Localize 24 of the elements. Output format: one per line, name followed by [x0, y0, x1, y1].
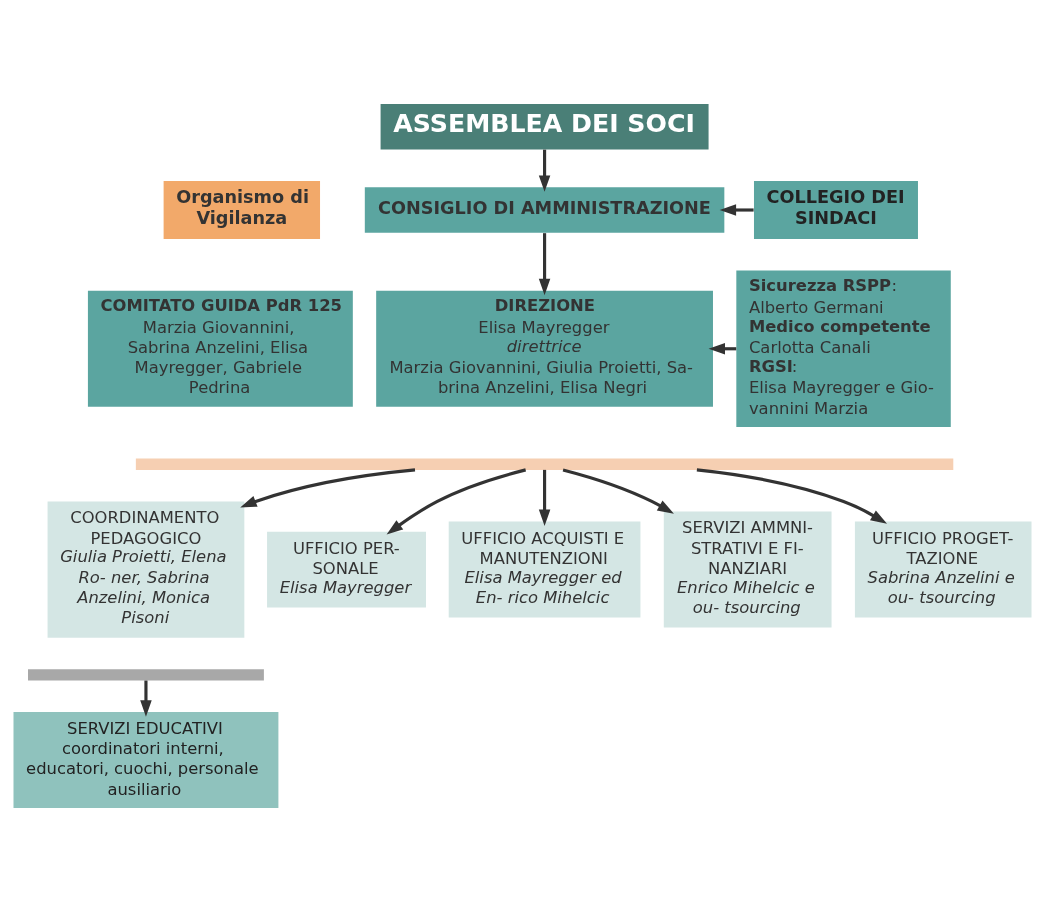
- node-box: UFFICIO PROGET- TAZIONE Sabrina Anzelini e ou- tsourcing: [854, 521, 1032, 617]
- node-box: Sicurezza RSPP: Alberto Germani Medico competente Carlotta Canali RGSI: Elisa Mayregger e Gio- vannini Marzia: [736, 270, 951, 427]
- node-box: Organismo di Vigilanza: [163, 180, 321, 239]
- node-box: ASSEMBLEA DEI SOCI: [380, 103, 709, 149]
- node-bar: [135, 458, 954, 470]
- node-bar: [28, 668, 264, 681]
- node-box: SERVIZI EDUCATIVI coordinatori interni, educatori, cuochi, personale ausiliario: [13, 711, 279, 808]
- arrow: [538, 232, 551, 295]
- node-box: CONSIGLIO DI AMMINISTRAZIONE: [364, 186, 725, 233]
- node-box: COMITATO GUIDA PdR 125 Marzia Giovannini, Sabrina Anzelini, Elisa Mayregger, Gabriele Pedrina: [87, 290, 353, 407]
- arrow: [696, 467, 888, 524]
- node-box: DIREZIONE Elisa Mayregger direttrice Marzia Giovannini, Giulia Proietti, Sa- brina Anzelini, Elisa Negri: [376, 290, 713, 407]
- node-box: UFFICIO ACQUISTI E MANUTENZIONI Elisa Mayregger ed En- rico Mihelcic: [448, 521, 641, 617]
- arrow: [719, 203, 754, 216]
- arrow: [562, 467, 674, 514]
- node-box: COLLEGIO DEI SINDACI: [754, 180, 918, 239]
- arrow: [538, 469, 551, 526]
- node-box: SERVIZI AMMNI- STRATIVI E FI- NANZIARI Enrico Mihelcic e ou- tsourcing: [663, 511, 832, 628]
- node-box: COORDINAMENTO PEDAGOGICO Giulia Proietti, Elena Ro- ner, Sabrina Anzelini, Monica Pisoni: [47, 500, 245, 638]
- arrow: [140, 680, 152, 717]
- arrow: [538, 149, 551, 192]
- node-box: UFFICIO PER- SONALE Elisa Mayregger: [267, 531, 426, 607]
- arrow: [386, 467, 527, 534]
- arrow: [240, 467, 416, 507]
